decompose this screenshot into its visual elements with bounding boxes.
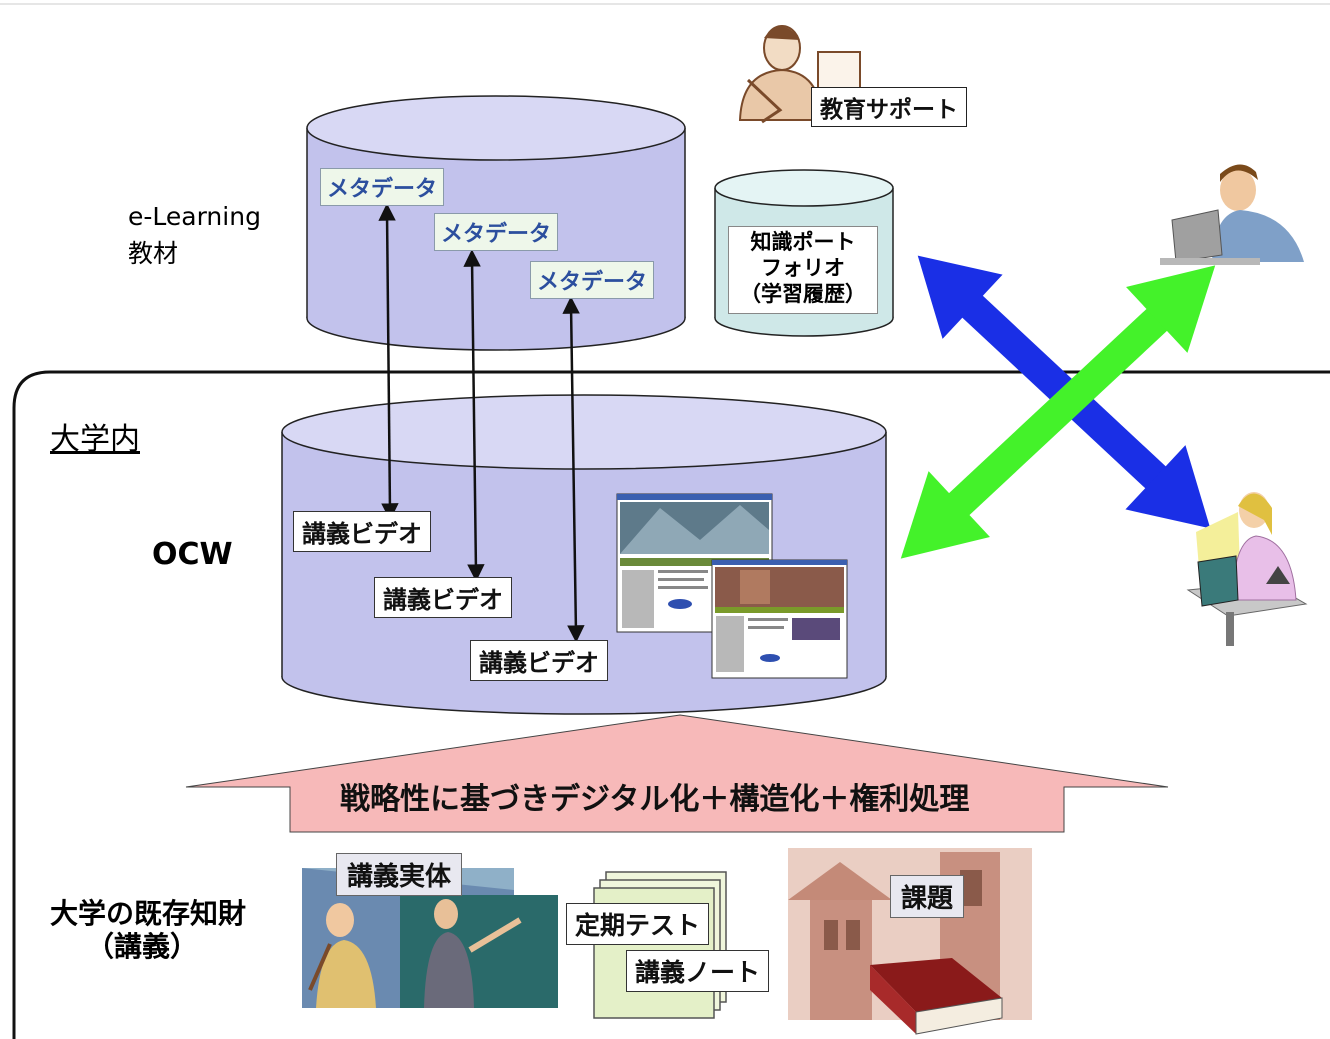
papers-stack-illustration bbox=[593, 871, 727, 1019]
metadata-label-3: メタデータ bbox=[530, 261, 655, 299]
lecture-video-label-3: 講義ビデオ bbox=[470, 640, 608, 681]
portfolio-label-line2: フォリオ bbox=[761, 256, 845, 280]
periodic-test-label: 定期テスト bbox=[566, 903, 710, 945]
elearning-cylinder bbox=[306, 95, 686, 351]
learner-at-laptop-illustration bbox=[1160, 164, 1304, 265]
link-arrow-1 bbox=[378, 203, 399, 521]
student-at-computer-illustration bbox=[1186, 492, 1308, 646]
campus-boundary bbox=[12, 370, 1330, 1039]
education-support-label: 教育サポート bbox=[811, 87, 967, 127]
elearning-label-line2: 教材 bbox=[128, 239, 179, 268]
green-double-arrow bbox=[900, 265, 1216, 559]
portfolio-label-line3: （学習履歴） bbox=[740, 282, 866, 306]
lecture-entity-label: 講義実体 bbox=[336, 853, 463, 896]
digitization-banner-arrow bbox=[185, 714, 1169, 833]
existing-assets-label-line1: 大学の既存知財 bbox=[50, 897, 247, 930]
lecture-notes-label: 講義ノート bbox=[626, 950, 770, 992]
portfolio-label: 知識ポート フォリオ （学習履歴） bbox=[728, 226, 878, 314]
link-arrow-3 bbox=[562, 296, 585, 643]
metadata-label-2: メタデータ bbox=[434, 213, 559, 251]
metadata-label-1: メタデータ bbox=[320, 168, 445, 206]
digitization-banner-text: 戦略性に基づきデジタル化＋構造化＋権利処理 bbox=[340, 782, 970, 817]
book-icon bbox=[870, 958, 1003, 1035]
ocw-label: OCW bbox=[152, 537, 233, 572]
elearning-label-line1: e-Learning bbox=[128, 202, 261, 231]
lecture-classroom-illustration bbox=[302, 868, 558, 1008]
lecture-video-label-1: 講義ビデオ bbox=[293, 511, 431, 552]
ocw-website-screenshot-2 bbox=[711, 559, 848, 679]
assignment-label: 課題 bbox=[890, 875, 965, 918]
lecture-video-label-2: 講義ビデオ bbox=[374, 577, 512, 618]
existing-assets-label-line2: （講義） bbox=[86, 930, 199, 963]
portfolio-label-line1: 知識ポート bbox=[750, 230, 856, 254]
link-arrow-2 bbox=[463, 249, 485, 582]
campus-label: 大学内 bbox=[50, 422, 140, 457]
